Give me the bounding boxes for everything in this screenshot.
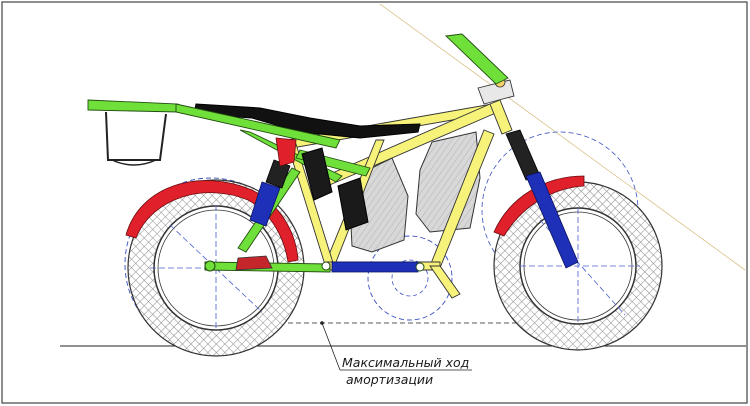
pivot-bolt-1	[321, 261, 331, 271]
pivot-bolt-2	[415, 262, 425, 272]
link-rod	[331, 261, 419, 273]
rear-rack-curve	[111, 159, 157, 166]
annotation-leader	[321, 322, 341, 371]
handlebar	[445, 33, 509, 85]
rear-axle-bracket	[235, 255, 273, 271]
engine-outline	[367, 235, 453, 321]
annotation-line-2: амортизации	[346, 372, 434, 387]
airbox-2	[337, 177, 369, 231]
max-suspension-travel-label: Максимальный ход амортизации	[328, 354, 478, 390]
shock-mount	[275, 137, 297, 167]
front-fork	[505, 129, 579, 269]
annotation-line-1: Максимальный ход	[342, 355, 470, 370]
reference-line-diagonal	[379, 3, 746, 271]
rear-axle-hub	[204, 260, 216, 272]
rear-rack-bracket	[105, 111, 167, 161]
engine-outline-inner	[391, 259, 429, 297]
annotation-dot	[320, 321, 324, 325]
airbox-1	[301, 147, 333, 201]
rear-fender	[125, 180, 299, 263]
